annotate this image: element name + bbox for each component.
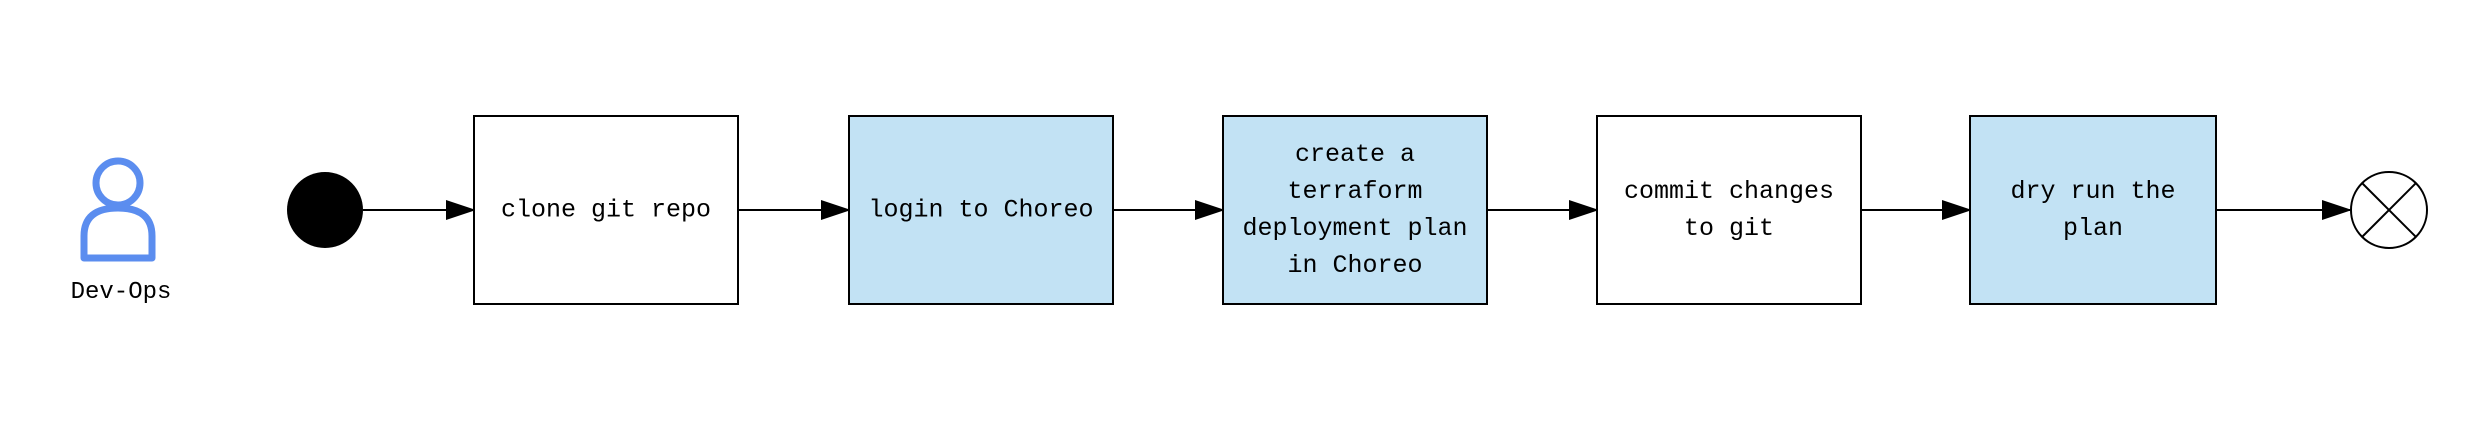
process-step-box	[1596, 115, 1862, 305]
actor: Dev-Ops	[71, 157, 172, 306]
process-step-label: commit changes	[1624, 177, 1834, 206]
process-step: dry run the plan	[1969, 115, 2217, 305]
actor-label: Dev-Ops	[71, 279, 172, 306]
process-step: clone git repo	[473, 115, 739, 305]
process-steps: clone git repo login to Choreo create a ter…	[473, 115, 2217, 305]
process-step-label: in Choreo	[1287, 251, 1422, 280]
process-step: login to Choreo	[848, 115, 1114, 305]
start-circle	[287, 172, 363, 248]
process-step-box	[473, 115, 739, 305]
process-step-label: dry run the	[2010, 177, 2175, 206]
process-step-label: create a	[1295, 140, 1415, 169]
process-step: commit changes to git	[1596, 115, 1862, 305]
process-step-box	[1969, 115, 2217, 305]
process-step: create a terraform deployment plan in Chore…	[1222, 115, 1488, 305]
process-step-label: deployment plan	[1242, 214, 1467, 243]
process-step-label: clone git repo	[501, 196, 711, 225]
process-step-label: login to Choreo	[868, 196, 1093, 225]
process-step-label: to git	[1684, 214, 1774, 243]
process-step-box	[848, 115, 1114, 305]
user-icon	[80, 157, 156, 262]
end-circle-x	[2350, 171, 2428, 249]
process-step-label: terraform	[1287, 177, 1422, 206]
process-step-box	[1222, 115, 1488, 305]
process-step-label: plan	[2063, 214, 2123, 243]
